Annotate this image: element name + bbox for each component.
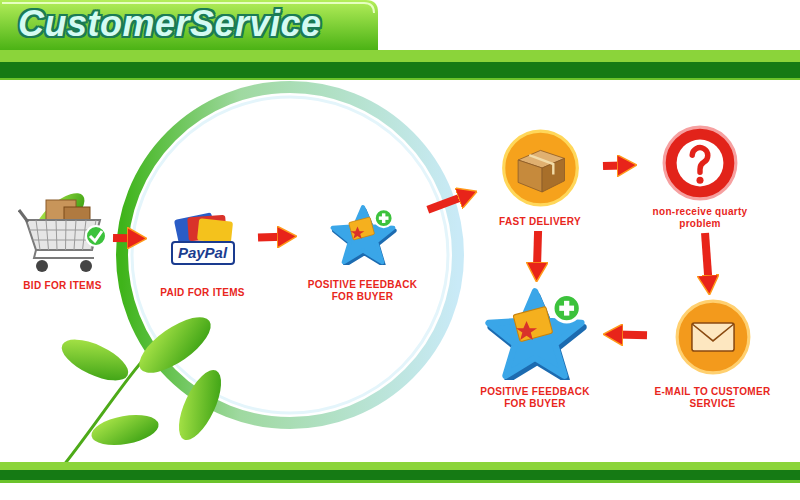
header-band — [0, 62, 800, 78]
problem-icon — [660, 124, 740, 202]
step-label: BID FOR ITEMS — [15, 280, 110, 292]
ring-inner — [132, 97, 448, 413]
icon-part — [56, 220, 57, 250]
icon-part — [34, 250, 94, 258]
header-strip — [0, 50, 800, 62]
step-node: FAST DELIVERY — [480, 128, 600, 228]
icon-part — [90, 231, 102, 241]
icon-part — [677, 140, 724, 187]
title-text: CustomerService — [18, 3, 322, 45]
step-label: E-MAIL TO CUSTOMER SERVICE — [650, 386, 775, 410]
icon-part — [692, 148, 708, 173]
icon-part — [65, 220, 67, 250]
icon-part — [691, 323, 733, 351]
flow-arrow — [705, 233, 708, 281]
step-label: POSITIVE FEEDBACK FOR BUYER — [470, 386, 600, 410]
flow-arrow — [258, 233, 283, 242]
feedback-icon — [328, 203, 398, 265]
step-node: POSITIVE FEEDBACK FOR BUYER — [300, 203, 425, 303]
icon-part — [696, 177, 703, 184]
leaf — [89, 410, 161, 449]
email-icon — [673, 298, 753, 376]
footer-strip — [0, 462, 800, 470]
icon-part — [553, 295, 580, 322]
step-label: FAST DELIVERY — [480, 216, 600, 228]
icon-part — [381, 213, 384, 223]
icon-part — [518, 160, 542, 192]
step-label: PAID FOR ITEMS — [150, 287, 255, 299]
flow-arrow — [113, 234, 133, 242]
icon-part — [489, 291, 582, 375]
footer-line — [0, 480, 800, 483]
icon-part — [516, 321, 537, 340]
icon-part — [74, 220, 76, 250]
icon-part — [86, 226, 106, 246]
step-node: BID FOR ITEMS — [15, 198, 110, 292]
leaf — [56, 331, 134, 389]
icon-part — [374, 209, 392, 227]
icon-part — [564, 301, 569, 316]
step-node: E-MAIL TO CUSTOMER SERVICE — [650, 298, 775, 410]
logo-text: PayPal — [172, 244, 234, 262]
cart-icon — [18, 198, 108, 276]
icon-part — [196, 218, 232, 243]
flow-arrow — [603, 161, 623, 170]
icon-part — [503, 131, 577, 205]
icon-part — [46, 220, 49, 250]
icon-part — [529, 155, 553, 174]
icon-part — [691, 324, 733, 341]
step-node: non-receive quarty problem — [640, 124, 760, 230]
feedback-icon — [480, 285, 590, 380]
icon-part — [36, 260, 48, 272]
icon-part — [80, 260, 92, 272]
footer-band — [0, 470, 800, 480]
icon-part — [513, 306, 553, 341]
icon-part — [172, 242, 234, 264]
delivery-icon — [498, 128, 583, 208]
icon-part — [332, 207, 393, 262]
leaf — [131, 307, 219, 383]
ring — [122, 87, 458, 423]
icon-part — [32, 240, 94, 241]
icon-part — [664, 127, 736, 199]
step-label: POSITIVE FEEDBACK FOR BUYER — [300, 279, 425, 303]
title-tab — [0, 0, 378, 52]
step-label: non-receive quarty problem — [640, 206, 760, 230]
leaf — [170, 364, 229, 446]
flow-arrow — [617, 331, 647, 340]
flow-arrow — [428, 196, 464, 209]
icon-part — [36, 220, 40, 250]
step-node: POSITIVE FEEDBACK FOR BUYER — [470, 285, 600, 410]
icon-part — [19, 210, 28, 222]
flow-arrow — [537, 231, 538, 268]
header-line — [0, 78, 800, 80]
icon-part — [350, 226, 364, 238]
icon-part — [348, 217, 374, 240]
icon-part — [677, 301, 749, 373]
